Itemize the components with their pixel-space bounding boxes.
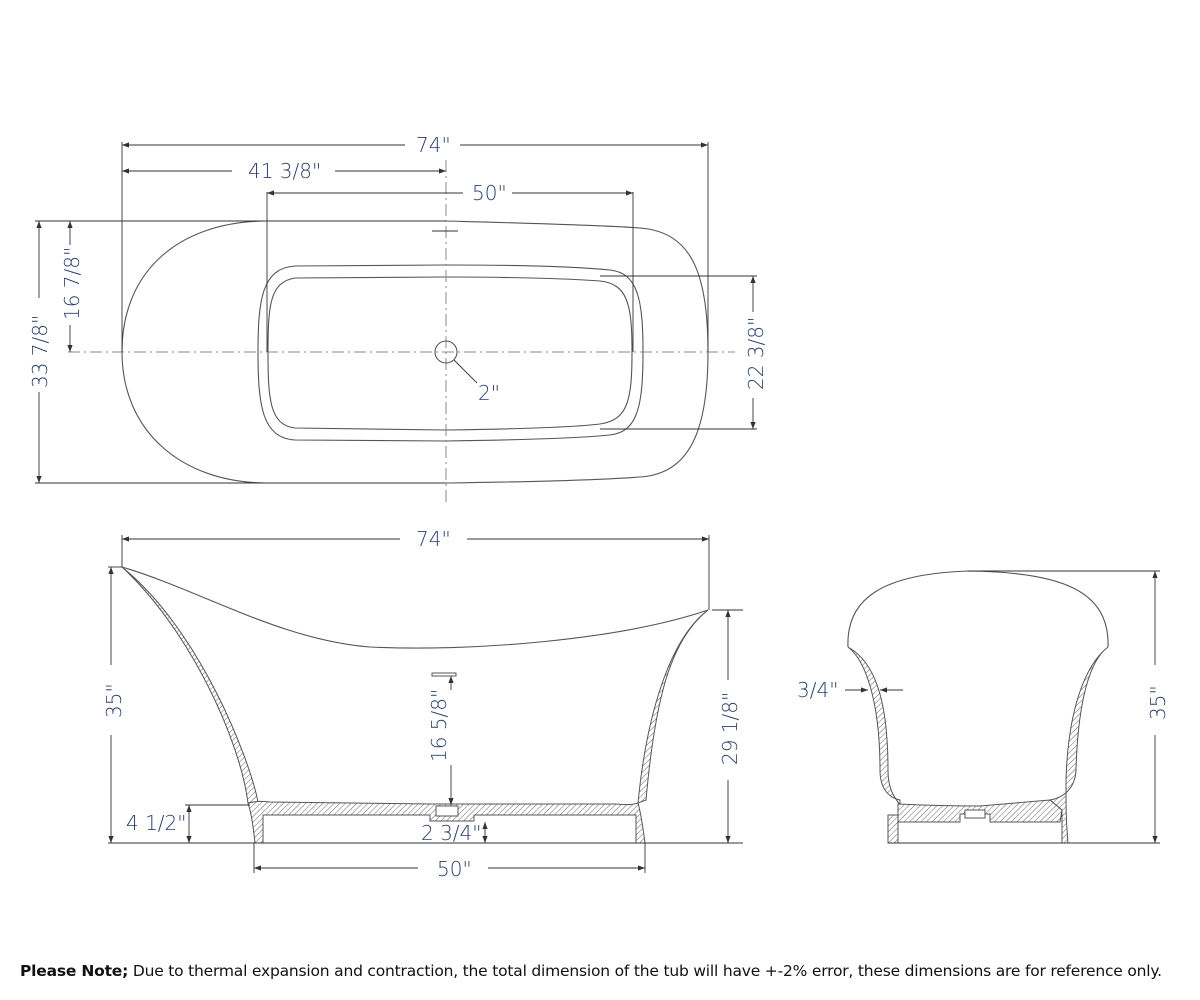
- note-text: Due to thermal expansion and contraction…: [128, 962, 1162, 980]
- overall-length-label: 74": [416, 133, 451, 157]
- drain-height-label: 2 3/4": [421, 821, 481, 845]
- wall-thickness-label: 3/4": [797, 678, 838, 702]
- disclaimer-note: Please Note; Due to thermal expansion an…: [20, 962, 1162, 980]
- end-height-label: 35": [1146, 685, 1170, 720]
- drain-offset-label: 41 3/8": [248, 159, 321, 183]
- end-left-wall: [847, 646, 906, 844]
- inner-length-label: 50": [472, 181, 507, 205]
- low-side-height-label: 29 1/8": [718, 692, 742, 765]
- top-view: 2" 74" 41 3/8" 50" 33 7/8" 16 7/8" 22 3/: [28, 133, 768, 505]
- overflow-cap: [431, 672, 457, 677]
- overflow-height-label: 16 5/8": [427, 689, 451, 762]
- tub-basin-outline: [267, 276, 633, 431]
- half-width-label: 16 7/8": [60, 247, 84, 320]
- overall-width-label: 33 7/8": [28, 315, 52, 388]
- end-drain: [964, 809, 986, 819]
- base-height-label: 4 1/2": [126, 811, 186, 835]
- side-height-label: 35": [102, 683, 126, 718]
- floor-section: [247, 800, 646, 844]
- tub-rim-outline: [257, 264, 644, 442]
- end-rim-outline: [847, 570, 1109, 648]
- drain-plug: [435, 805, 459, 817]
- base-length-label: 50": [437, 857, 472, 881]
- drain-circle: [434, 340, 458, 364]
- tub-rim-profile: [121, 566, 709, 649]
- drain-diameter-label: 2": [478, 381, 500, 405]
- note-label: Please Note;: [20, 962, 129, 980]
- end-view: 3/4" 35": [797, 570, 1170, 844]
- right-wall-section: [637, 609, 709, 804]
- inner-width-label: 22 3/8": [744, 317, 768, 390]
- side-view: 74" 35" 29 1/8" 16 5/8" 4 1/2" 2 3/4" 50…: [102, 527, 743, 881]
- side-length-label: 74": [416, 527, 451, 551]
- left-wall-section: [121, 566, 259, 804]
- drain-leader: [453, 359, 478, 384]
